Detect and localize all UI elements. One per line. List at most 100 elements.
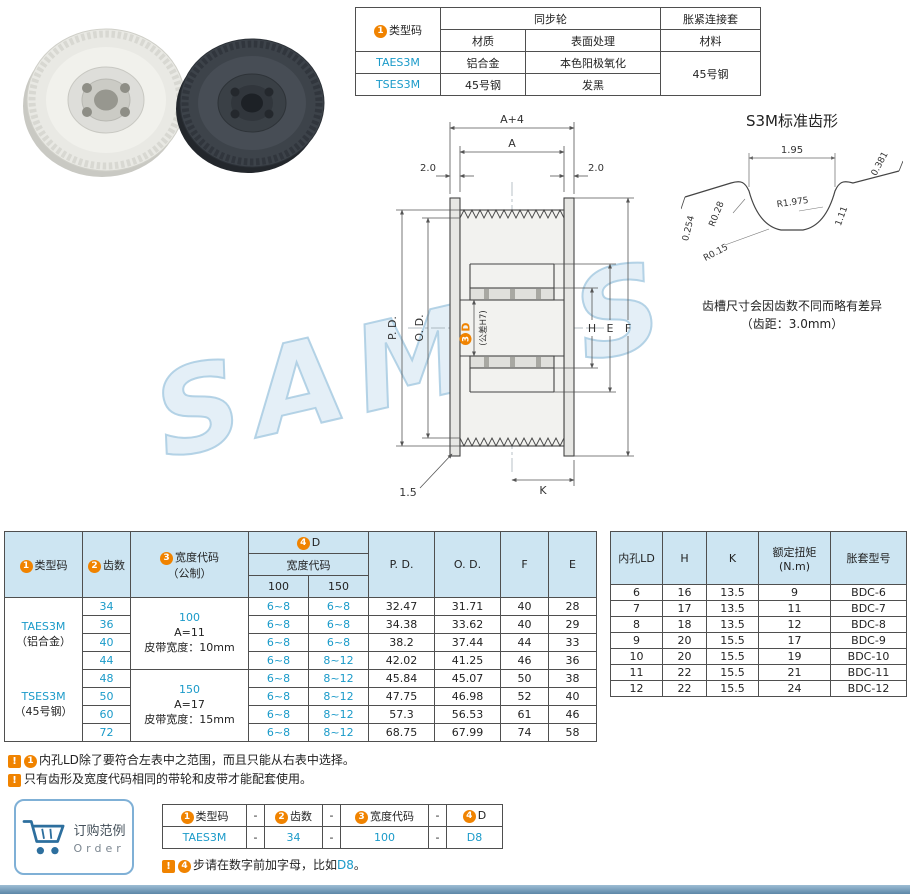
step-badge: 4: [178, 860, 191, 873]
torque-cell: 21: [758, 664, 831, 681]
bore-ld-cell: 11: [610, 664, 663, 681]
pd-cell: 57.3: [368, 705, 436, 724]
header-e: E: [548, 531, 598, 598]
header-width-label2: （公制）: [167, 566, 212, 580]
step-badge: 1: [180, 810, 194, 824]
header-torque-label: 额定扭矩: [772, 545, 817, 559]
dim-r-flank-label: R1.975: [776, 196, 809, 210]
pulley-photo-dark: [176, 38, 325, 173]
pulley-section: [449, 197, 575, 457]
f-cell: 40: [500, 615, 550, 634]
order-separator: -: [246, 804, 265, 827]
d-range-100-cell: 6~8: [248, 723, 309, 742]
bushing-model-cell: BDC-9: [830, 632, 907, 649]
k-cell: 15.5: [706, 680, 759, 697]
k-cell: 13.5: [706, 616, 759, 633]
header-d-100: 100: [248, 575, 309, 598]
torque-cell: 9: [758, 584, 831, 601]
bushing-model-cell: BDC-7: [830, 600, 907, 617]
dim-k-label: K: [539, 484, 547, 497]
step-badge: 2: [275, 810, 288, 824]
pd-cell: 34.38: [368, 615, 436, 634]
header-bore-ld: 内孔LD: [610, 531, 663, 585]
bushing-model-cell: BDC-6: [830, 584, 907, 601]
dim-top-width-label: 1.95: [781, 145, 803, 156]
e-cell: 36: [548, 651, 598, 670]
d-range-150-cell: 8~12: [307, 723, 370, 742]
note-text: 内孔LD除了要符合左表中之范围，而且只能从右表中选择。: [39, 753, 355, 767]
d-range-100-cell: 6~8: [248, 687, 309, 706]
header-torque-unit: (N.m): [778, 559, 811, 573]
order-example-box: 订购范例 Order: [14, 799, 134, 875]
tooth-dim-labels: 1.95 0.381 R0.28 R1.975 1.11 0.254 R0.15: [681, 145, 891, 264]
teeth-count-cell: 36: [82, 615, 131, 634]
f-cell: 44: [500, 633, 550, 652]
bushing-model-cell: BDC-8: [830, 616, 907, 633]
dim-2-right-label: 2.0: [588, 163, 604, 174]
header-d-150: 150: [307, 575, 370, 598]
tooth-note-line1: 齿槽尺寸会因齿数不同而略有差异: [701, 299, 882, 313]
torque-cell: 11: [758, 600, 831, 617]
teeth-count-cell: 44: [82, 651, 131, 670]
header-sync-wheel: 同步轮: [440, 7, 661, 30]
header-type-label: 类型码: [34, 558, 68, 572]
bottom-bar: [0, 885, 910, 894]
material-value: 铝合金: [440, 51, 526, 74]
dimension-lines: [396, 122, 634, 489]
order-subtitle: Order: [73, 841, 125, 855]
d-range-100-cell: 6~8: [248, 651, 309, 670]
tooth-profile-note: 齿槽尺寸会因齿数不同而略有差异 （齿距：3.0mm）: [678, 297, 906, 333]
header-torque: 额定扭矩 (N.m): [758, 531, 831, 585]
step-badge: 4: [296, 536, 310, 550]
e-cell: 38: [548, 669, 598, 688]
tooth-note-line2: （齿距：3.0mm）: [740, 317, 844, 331]
f-cell: 61: [500, 705, 550, 724]
header-type-code-label: 类型码: [389, 23, 422, 37]
od-cell: 31.71: [434, 597, 502, 616]
note-belt-matching: !只有齿形及宽度代码相同的带轮和皮带才能配套使用。: [8, 770, 312, 787]
bore-header-row: 内孔LD H K 额定扭矩 (N.m) 胀套型号: [610, 531, 907, 585]
pd-cell: 45.84: [368, 669, 436, 688]
warning-icon: !: [162, 860, 175, 873]
k-cell: 15.5: [706, 632, 759, 649]
surface-value: 发黑: [525, 73, 661, 96]
pd-cell: 47.75: [368, 687, 436, 706]
main-header-row-2: 宽度代码: [5, 553, 597, 576]
order-separator: -: [322, 804, 341, 827]
dimension-labels: A+4 A 2.0 2.0 P. D. O. D. 3 D (公差H7) H E…: [386, 113, 631, 499]
header-surface: 表面处理: [525, 29, 661, 52]
step-badge: 1: [24, 755, 37, 768]
k-cell: 13.5: [706, 600, 759, 617]
k-cell: 13.5: [706, 584, 759, 601]
bushing-model-cell: BDC-11: [830, 664, 907, 681]
order-separator: -: [428, 804, 447, 827]
order-note-text-end: 。: [353, 858, 366, 872]
order-header-width-label: 宽度代码: [370, 809, 414, 823]
step-badge: 2: [88, 559, 101, 573]
dimension-drawing: A+4 A 2.0 2.0 P. D. O. D. 3 D (公差H7) H E…: [386, 113, 634, 499]
warning-icon: !: [8, 755, 21, 768]
bore-ld-cell: 7: [610, 600, 663, 617]
d-range-100-cell: 6~8: [248, 705, 309, 724]
e-cell: 29: [548, 615, 598, 634]
bore-ld-cell: 10: [610, 648, 663, 665]
h-cell: 16: [662, 584, 707, 601]
dim-f-label: F: [625, 322, 631, 335]
e-cell: 58: [548, 723, 598, 742]
torque-cell: 24: [758, 680, 831, 697]
dim-od-label: O. D.: [413, 314, 426, 341]
